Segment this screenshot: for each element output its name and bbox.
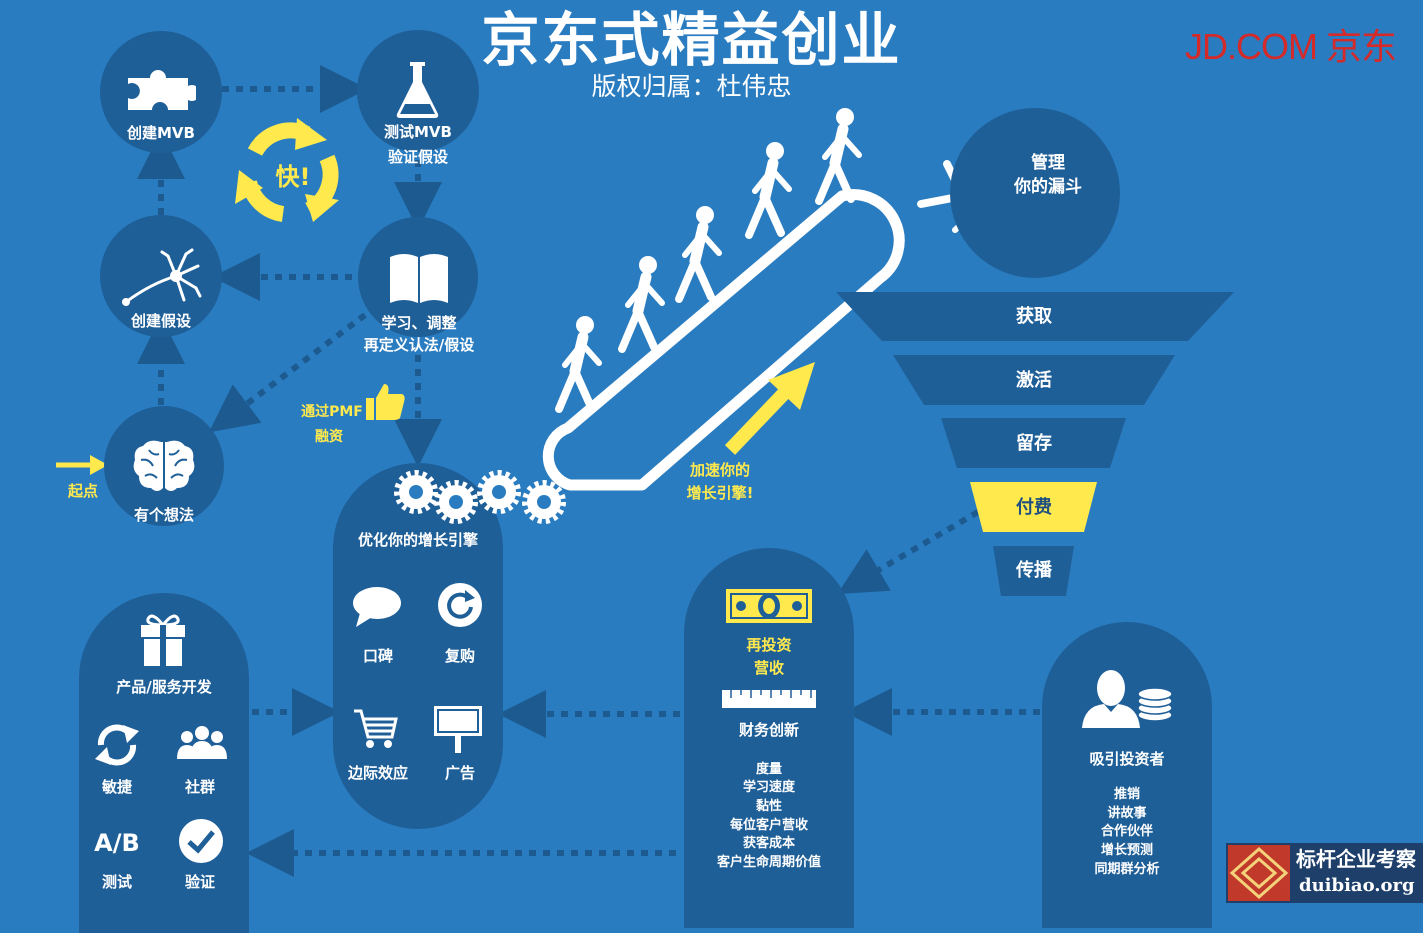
arrow-paid-to-finance [837,509,980,595]
label-fast: 快! [275,163,311,191]
investor-item: 同期群分析 [1094,862,1160,877]
coins-icon [1137,687,1173,722]
page-title: 京东式精益创业 [481,6,902,74]
label-reinvest-line1: 再投资 [746,636,792,654]
label-test-line2: 验证假设 [387,148,448,166]
gift-icon [141,614,185,666]
watermark-url: duibiao.org [1299,875,1415,896]
label-start: 起点 [67,482,98,500]
funnel-label-revenue: 付费 [1016,497,1052,518]
product-title: 产品/服务开发 [116,678,212,696]
walking-person-icon [815,108,862,205]
thumbs-up-icon [366,384,405,420]
gears-icon [394,470,566,524]
flask-icon [396,62,439,118]
label-manage-line2: 你的漏斗 [1014,177,1082,197]
walking-person-icon [555,316,602,413]
start-arrow-icon [56,455,108,475]
investor-icon [1082,670,1140,728]
funnel-stage-referral [993,546,1074,596]
node-idea [104,406,224,526]
finance-metric: 客户生命周期价值 [716,855,821,870]
funnel-label-acquisition: 获取 [1016,306,1052,327]
product-item-agile: 敏捷 [101,778,132,796]
engine-item-word-of-mouth: 口碑 [362,647,393,665]
label-test-line1: 测试MVB [384,123,452,141]
node-create-hypothesis [100,215,222,337]
label-create-mvb: 创建MVB [127,124,195,142]
engine-item-ads: 广告 [444,764,475,782]
investor-item: 推销 [1113,787,1140,802]
finance-metric: 学习速度 [742,780,795,795]
people-icon [177,726,227,759]
walking-people-layer [555,108,862,413]
brain-icon [133,440,195,491]
funnel-label-activation: 激活 [1016,370,1052,391]
funnel-stage-acquisition [836,292,1234,341]
label-pmf-line2: 融资 [315,429,343,445]
money-icon [726,589,812,623]
finance-metric: 黏性 [755,799,782,814]
label-create-hypothesis: 创建假设 [130,312,191,330]
label-accelerate-line1: 加速你的 [689,461,750,479]
billboard-icon [434,706,482,753]
accelerate-arrow-icon [724,362,815,455]
sync-icon [95,724,139,766]
escalator-icon [542,189,905,491]
walking-person-icon [675,206,722,303]
engine-title: 优化你的增长引擎 [357,531,478,549]
investor-item: 讲故事 [1107,806,1147,821]
cart-icon [354,709,398,748]
watermark-name: 标杆企业考察 [1296,847,1416,871]
investor-panel [1042,622,1212,928]
label-learn-line1: 学习、调整 [381,314,457,332]
label-idea: 有个想法 [133,506,194,524]
label-manage-line1: 管理 [1031,153,1065,173]
investor-item: 合作伙伴 [1100,824,1153,839]
jd-logo: JD.COM 京东 [1185,26,1397,67]
product-item-test: 测试 [101,873,132,891]
funnel-stage-revenue [970,482,1097,532]
node-manage-funnel [950,108,1120,278]
funnel-label-retention: 留存 [1016,433,1052,454]
connectors-layer [56,65,1040,877]
neuron-icon [122,248,202,306]
product-ab-mark: A/B [94,829,140,857]
funnel-stage-retention [941,418,1126,468]
walking-person-icon [618,256,665,353]
finance-metric: 度量 [755,762,782,777]
finance-metric: 获客成本 [742,836,795,851]
puzzle-icon [128,70,196,110]
product-item-verify: 验证 [184,873,215,891]
engine-panel [333,463,503,829]
speech-bubble-icon [353,587,401,627]
ruler-icon [722,690,816,708]
arrow-learn-to-idea [208,312,367,433]
investor-item: 增长预测 [1100,843,1153,858]
funnel-label-referral: 传播 [1016,560,1052,581]
label-reinvest-line2: 营收 [753,659,784,677]
label-learn-line2: 再定义认法/假设 [363,336,475,354]
walking-person-icon [745,142,792,239]
engine-item-repurchase: 复购 [444,647,475,665]
repeat-icon [438,583,482,627]
product-item-community: 社群 [184,778,215,796]
page-subtitle: 版权归属：杜伟忠 [591,72,792,101]
engine-item-marginal: 边际效应 [347,764,408,782]
label-accelerate-line2: 增长引擎! [686,484,754,502]
funnel-stage-activation [893,355,1175,405]
funnel-diagram [836,292,1234,596]
finance-metric: 每位客户营收 [729,818,808,833]
check-icon [179,819,223,863]
label-pmf-line1: 通过PMF [301,404,363,420]
finance-title: 财务创新 [738,721,799,739]
book-icon [390,254,448,303]
watermark-logo-icon [1228,845,1290,901]
investor-title: 吸引投资者 [1089,750,1165,768]
cycle-arrows-icon [235,118,339,222]
